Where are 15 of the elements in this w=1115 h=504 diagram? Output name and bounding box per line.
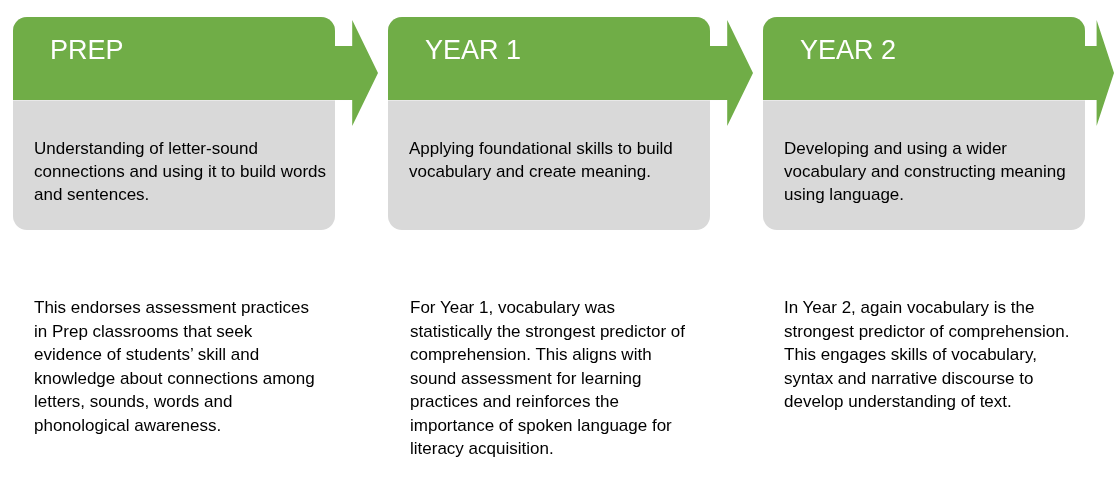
note-text: This endorses assessment practices in Prep classrooms that seek evidence of students’ skill and knowledge about connections among letters, sounds, words and phonological awareness. bbox=[34, 297, 316, 437]
stage-card bbox=[388, 17, 710, 230]
stage-description: Developing and using a wider vocabulary and constructing meaning using language. bbox=[784, 138, 1067, 206]
block-arrow bbox=[710, 20, 753, 126]
stage-title: YEAR 2 bbox=[800, 34, 897, 66]
block-arrow bbox=[1085, 20, 1114, 126]
note-text: In Year 2, again vocabulary is the strongest predictor of comprehension. This engages skills of vocabulary, syntax and narrative discourse to develop understanding of text. bbox=[784, 297, 1071, 413]
stage-title: PREP bbox=[50, 34, 124, 66]
stage-title: YEAR 1 bbox=[425, 34, 522, 66]
note-text: For Year 1, vocabulary was statistically the strongest predictor of comprehension. This aligns with sound assessment for learning practices and reinforces the importance of spoken language for literacy acquisition. bbox=[410, 297, 686, 460]
stage-card bbox=[763, 17, 1085, 230]
stage-card bbox=[13, 17, 335, 230]
block-arrow bbox=[335, 20, 378, 126]
stage-description: Understanding of letter-sound connections and using it to build words and sentences. bbox=[34, 138, 326, 206]
stage-description: Applying foundational skills to build vocabulary and create meaning. bbox=[409, 138, 674, 183]
